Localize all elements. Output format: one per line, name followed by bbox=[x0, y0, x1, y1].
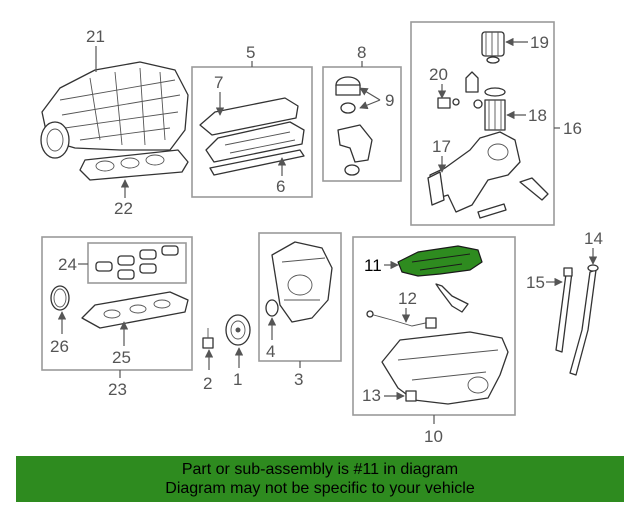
callout-6: 6 bbox=[276, 177, 285, 196]
callout-21: 21 bbox=[86, 27, 105, 46]
callout-26: 26 bbox=[50, 337, 69, 356]
dipstick-tube-part-14 bbox=[569, 264, 599, 376]
banner-line-1: Part or sub-assembly is #11 in diagram bbox=[181, 461, 459, 478]
front-seal-part-4 bbox=[265, 299, 279, 317]
info-banner: Part or sub-assembly is #11 in diagram D… bbox=[16, 456, 624, 502]
gasket-set-part-24 bbox=[95, 245, 179, 280]
intake-gasket-part-22 bbox=[79, 149, 189, 181]
banner-line-2: Diagram may not be specific to your vehi… bbox=[165, 480, 475, 497]
balancer-bolt-part-2 bbox=[202, 328, 214, 349]
callout-23: 23 bbox=[108, 380, 127, 399]
callout-15: 15 bbox=[526, 273, 545, 292]
leader-9b bbox=[359, 99, 381, 110]
group-box-16 bbox=[410, 21, 555, 226]
group-box-23 bbox=[41, 236, 193, 371]
callout-18: 18 bbox=[528, 106, 547, 125]
callout-10: 10 bbox=[424, 427, 443, 446]
drain-plug-part-13 bbox=[405, 390, 417, 402]
callout-19: 19 bbox=[530, 33, 549, 52]
oil-filter-part-18 bbox=[484, 87, 506, 131]
oil-pan-part bbox=[381, 331, 509, 405]
callout-16: 16 bbox=[563, 119, 582, 138]
callout-9: 9 bbox=[385, 91, 394, 110]
group-box-24 bbox=[87, 242, 187, 284]
callout-7: 7 bbox=[214, 73, 223, 92]
valve-cover-part-7 bbox=[199, 97, 299, 136]
oil-filter-housing-part-19 bbox=[481, 31, 505, 64]
group-box-8 bbox=[322, 66, 402, 182]
callout-12: 12 bbox=[398, 289, 417, 308]
callout-13: 13 bbox=[362, 386, 381, 405]
oil-pan-baffle-part-11[interactable] bbox=[397, 245, 483, 277]
callout-11: 11 bbox=[364, 256, 382, 275]
sensor-part-20 bbox=[437, 71, 483, 109]
callout-8: 8 bbox=[357, 43, 366, 62]
oil-cooler-housing-part-17 bbox=[427, 131, 549, 219]
dipstick-part-15 bbox=[555, 267, 573, 353]
callout-20: 20 bbox=[429, 65, 448, 84]
front-cover-part bbox=[271, 241, 333, 323]
valve-cover-part-6 bbox=[205, 121, 305, 176]
callout-25: 25 bbox=[112, 348, 131, 367]
intake-manifold-part-21 bbox=[40, 61, 189, 159]
parts-diagram: 21 22 5 7 6 8 9 16 19 bbox=[40, 21, 603, 446]
wiring-harness-part-12 bbox=[366, 310, 437, 329]
gasket-part-25 bbox=[81, 291, 189, 329]
callout-14: 14 bbox=[584, 229, 603, 248]
callout-1: 1 bbox=[233, 370, 242, 389]
harmonic-balancer-part-1 bbox=[225, 314, 251, 346]
callout-5: 5 bbox=[246, 43, 255, 62]
callout-17: 17 bbox=[432, 137, 451, 156]
leader-9a bbox=[359, 87, 381, 101]
o-ring-part-26 bbox=[50, 285, 70, 311]
oil-pickup-tube-part bbox=[435, 283, 469, 313]
callout-4: 4 bbox=[266, 342, 275, 361]
callout-2: 2 bbox=[203, 374, 212, 393]
callout-22: 22 bbox=[114, 199, 133, 218]
callout-3: 3 bbox=[294, 370, 303, 389]
callout-24: 24 bbox=[58, 255, 77, 274]
